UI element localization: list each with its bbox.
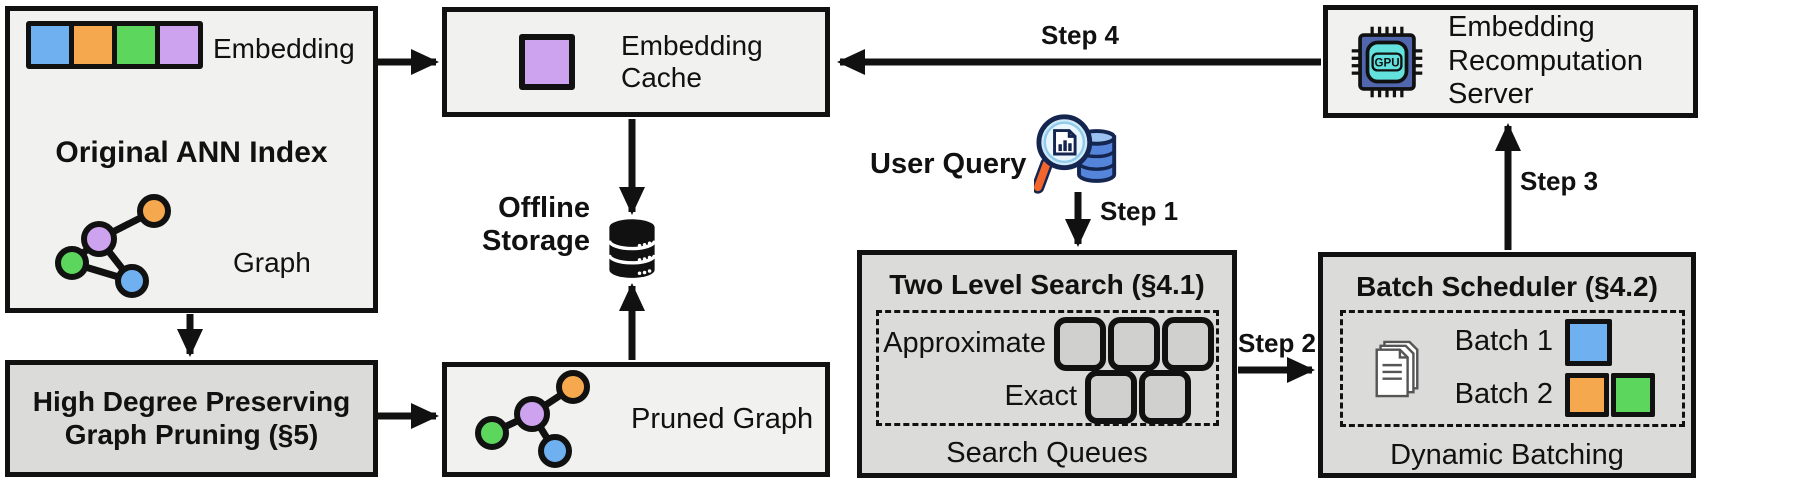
exact-label: Exact (1004, 380, 1077, 413)
user-query-icon (1034, 110, 1124, 198)
offline-storage-label: Offline Storage (482, 192, 590, 258)
batch-2-label: Batch 2 (1454, 378, 1553, 411)
database-icon (600, 218, 664, 280)
original-ann-index-title: Original ANN Index (55, 136, 328, 169)
pruned-graph-box: Pruned Graph (442, 362, 830, 477)
two-level-search-title: Two Level Search (§4.1) (889, 269, 1205, 300)
step-4-label: Step 4 (1040, 20, 1120, 50)
graph-icon (50, 191, 175, 301)
graph-pruning-title: High Degree Preserving Graph Pruning (§5… (32, 386, 351, 450)
gpu-chip-label: GPU (1374, 56, 1399, 69)
pruned-graph-title: Pruned Graph (631, 402, 814, 435)
embedding-square-purple (160, 26, 198, 64)
batch-1-label: Batch 1 (1454, 325, 1553, 358)
step-2-label: Step 2 (1237, 328, 1317, 358)
step-1-label: Step 1 (1100, 196, 1179, 226)
queue-slot-icon (1108, 317, 1160, 371)
step-3-label: Step 3 (1520, 166, 1599, 196)
batch-2-square-orange (1565, 373, 1609, 417)
batch-2-squares (1565, 373, 1655, 417)
cached-embedding-square-icon (519, 34, 575, 90)
embedding-square-blue (31, 26, 69, 64)
user-query-label: User Query (870, 148, 1027, 180)
queue-slot-icon (1085, 370, 1137, 424)
gpu-chip-icon: GPU (1348, 23, 1426, 101)
queue-slot-icon (1162, 317, 1214, 371)
embedding-square-orange (74, 26, 112, 64)
recomputation-server-box: GPU Embedding Recomputation Server (1323, 5, 1698, 118)
batch-scheduler-title: Batch Scheduler (§4.2) (1356, 271, 1658, 302)
graph-pruning-box: High Degree Preserving Graph Pruning (§5… (5, 360, 378, 477)
embedding-label: Embedding (213, 33, 355, 64)
search-queues-panel: Approximate Exact (876, 310, 1219, 426)
embedding-cache-title: Embedding Cache (621, 29, 763, 93)
approximate-queue-icons (1054, 317, 1216, 371)
pruned-graph-icon (475, 369, 597, 470)
graph-label: Graph (233, 247, 311, 278)
dynamic-batching-label: Dynamic Batching (1390, 439, 1624, 471)
recomputation-server-title: Embedding Recomputation Server (1448, 11, 1644, 111)
documents-icon (1369, 336, 1425, 402)
queue-slot-icon (1054, 317, 1106, 371)
embedding-vector-icon (26, 21, 203, 69)
embedding-square-green (117, 26, 155, 64)
dynamic-batching-panel: Batch 1 Batch 2 (1340, 310, 1685, 427)
approximate-label: Approximate (883, 327, 1046, 360)
queue-slot-icon (1139, 370, 1191, 424)
batch-2-square-green (1611, 373, 1655, 417)
two-level-search-box: Two Level Search (§4.1) Approximate Exac… (857, 250, 1237, 478)
batch-1-square-blue (1565, 318, 1612, 366)
original-ann-index-box: Embedding Original ANN Index Graph (5, 6, 378, 313)
batch-scheduler-box: Batch Scheduler (§4.2) Batch 1 (1318, 252, 1696, 478)
search-queues-label: Search Queues (946, 437, 1148, 469)
embedding-cache-box: Embedding Cache (442, 7, 830, 117)
exact-queue-icons (1085, 370, 1193, 424)
